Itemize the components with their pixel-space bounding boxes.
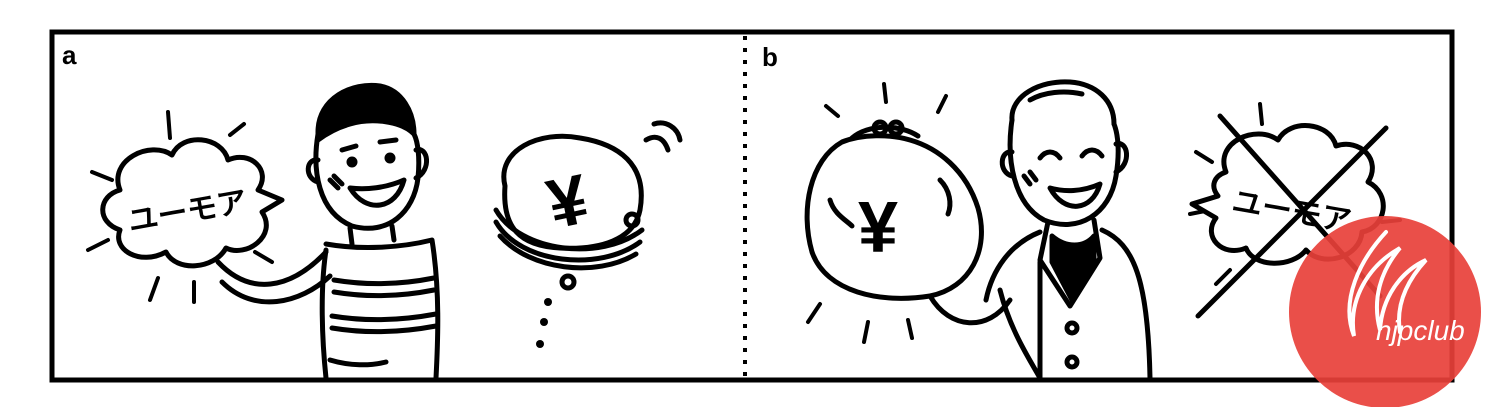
watermark-text: njpclub [1376, 315, 1465, 346]
purse-symbol-b: ¥ [858, 188, 898, 268]
empty-purse [493, 120, 683, 291]
shine-lines-b [806, 82, 948, 344]
watermark-swirl-icon [1347, 230, 1428, 337]
panel-b-letter: b [762, 42, 778, 72]
panel-a-letter: a [62, 40, 77, 70]
speech-cloud-a [100, 137, 285, 269]
falling-dots [536, 298, 552, 348]
njpclub-watermark: njpclub [1289, 216, 1481, 407]
panel-a: a ユーモア [62, 40, 683, 381]
panel-b: b ¥ [762, 42, 1402, 381]
burst-lines-a [86, 110, 274, 304]
person-older-man [927, 79, 1153, 381]
full-purse [804, 119, 984, 301]
person-young-man [215, 82, 441, 381]
